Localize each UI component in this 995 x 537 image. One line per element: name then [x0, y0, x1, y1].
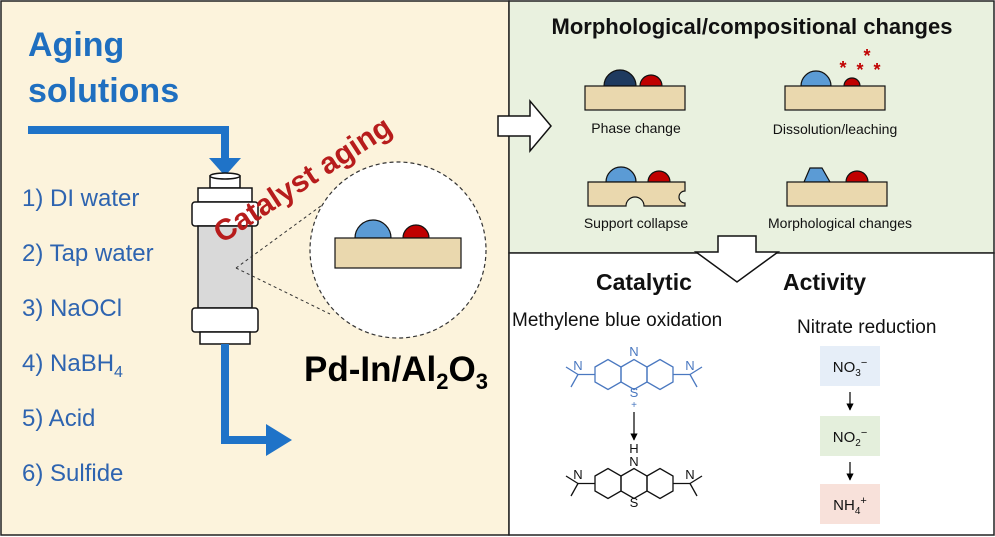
column-reactor: [191, 172, 259, 345]
leached-ion-star: *: [856, 60, 863, 80]
no2-label: NO2−: [833, 427, 868, 449]
phase-change-sketch: [584, 69, 686, 111]
solution-item-acid: 5) Acid: [22, 405, 95, 432]
mb-oxidation-label: Methylene blue oxidation: [512, 310, 722, 331]
mb-right-amine-n: N: [685, 358, 694, 373]
leached-ion-star: *: [863, 46, 870, 66]
solution-item-naocl: 3) NaOCl: [22, 295, 122, 322]
dissolution-label: Dissolution/leaching: [773, 121, 898, 137]
morphological-changes-label: Morphological changes: [768, 215, 912, 231]
lmb-nitrogen-atom: N: [629, 454, 638, 469]
catalyst-formula: Pd-In/Al2O3: [304, 350, 488, 394]
no2-box: [820, 416, 880, 456]
morphological-changes-sketch: [786, 167, 888, 207]
morphology-arrow: [497, 98, 552, 154]
morphology-panel: Morphological/compositional changes Phas…: [508, 0, 995, 254]
outlet-arrow-head: [266, 424, 292, 456]
mb-charge: +: [631, 400, 637, 411]
methylene-blue-structure: [565, 358, 703, 391]
inlet-arrow-head: [209, 158, 241, 176]
mb-sulfur-atom: S: [630, 385, 639, 400]
lmb-left-amine-n: N: [573, 467, 582, 482]
alumina-support: [334, 237, 462, 269]
column-top-stub-lid: [209, 172, 241, 180]
in-particle: [402, 224, 430, 239]
leached-ion-star: *: [873, 60, 880, 80]
solution-item-sulfide: 6) Sulfide: [22, 460, 123, 487]
mb-left-amine-n: N: [573, 358, 582, 373]
nh4-box: [820, 484, 880, 524]
outlet-flow-arrow: [221, 344, 268, 444]
leached-ion-star: *: [839, 58, 846, 78]
phase-change-label: Phase change: [591, 120, 681, 136]
lmb-hydrogen-atom: H: [629, 441, 638, 456]
solution-item-tap-water: 2) Tap water: [22, 240, 154, 267]
nitrate-reduction-label: Nitrate reduction: [797, 317, 936, 338]
column-bottom-cap-lower: [199, 331, 251, 345]
column-bottom-cap: [191, 307, 259, 333]
column-body: [197, 225, 253, 309]
no3-box: [820, 346, 880, 386]
lmb-right-amine-n: N: [685, 467, 694, 482]
activity-down-arrow: [693, 235, 781, 283]
no3-label: NO3−: [833, 357, 868, 379]
nh4-label: NH4+: [833, 495, 867, 517]
activity-panel: Catalytic Activity Methylene blue oxidat…: [508, 235, 995, 536]
morphology-title: Morphological/compositional changes: [552, 14, 953, 39]
solution-item-nabh4: 4) NaBH4: [22, 350, 123, 381]
catalytic-heading: Catalytic: [596, 269, 692, 295]
mb-nitrogen-atom: N: [629, 344, 638, 359]
dissolution-sketch: * * * *: [784, 46, 886, 111]
solution-item-di-water: 1) DI water: [22, 185, 139, 212]
support-collapse-sketch: [587, 166, 686, 207]
left-panel: Aging solutions 1) DI water 2) Tap water…: [0, 0, 510, 536]
lmb-sulfur-atom: S: [630, 495, 639, 510]
aging-title-line1: Aging: [28, 26, 124, 64]
activity-panel-background: [508, 252, 995, 536]
inlet-flow-arrow: [28, 126, 229, 160]
pd-particle: [354, 219, 392, 239]
support-collapse-label: Support collapse: [584, 215, 689, 231]
aging-title-line2: solutions: [28, 72, 179, 110]
activity-heading: Activity: [783, 269, 866, 295]
leuco-methylene-blue-structure: [565, 467, 703, 500]
